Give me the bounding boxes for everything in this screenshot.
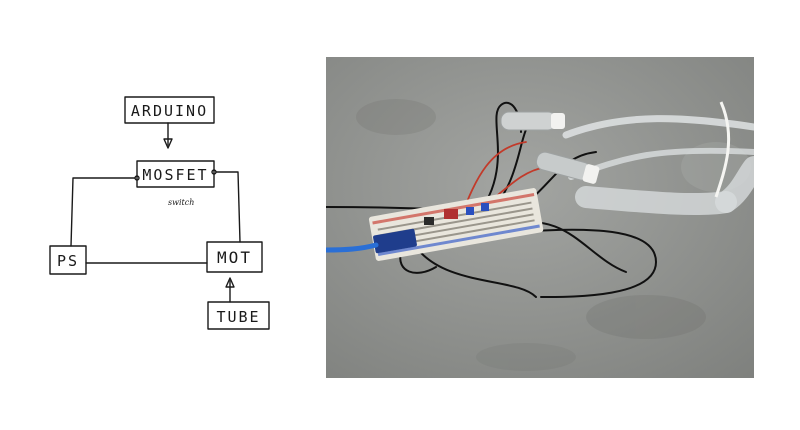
floor-texture	[356, 99, 751, 371]
arrow-arduino-to-mosfet	[163, 122, 173, 149]
block-diagram: ARDUINO MOSFET switch PS MOT TUBE	[49, 96, 270, 330]
pump-top	[500, 111, 565, 131]
arduino-box	[124, 96, 215, 124]
wire-mosfet-to-mot	[215, 171, 241, 243]
pump-bottom	[535, 151, 600, 184]
tubing	[562, 115, 754, 216]
mot-node: MOT	[206, 241, 263, 273]
arrow-tube-to-mot	[225, 277, 235, 303]
ps-node: PS	[49, 245, 87, 275]
board-components	[424, 203, 489, 225]
tube-box	[207, 301, 270, 330]
arduino-node: ARDUINO	[124, 96, 215, 124]
mot-box	[206, 241, 263, 273]
ps-box	[49, 245, 87, 275]
arduino-nano-board	[373, 228, 417, 254]
tube-label: TUBE	[216, 308, 260, 326]
setup-photo-illustration	[326, 57, 754, 378]
mosfet-label: MOSFET	[142, 166, 208, 184]
mosfet-note: switch	[168, 198, 194, 207]
arduino-label: ARDUINO	[131, 102, 208, 120]
tube-node: TUBE	[207, 301, 270, 330]
usb-cable	[326, 242, 379, 253]
mosfet-node: MOSFET switch	[134, 160, 217, 207]
ps-label: PS	[57, 252, 79, 270]
zip-tie	[714, 101, 731, 198]
wire-mosfet-to-ps	[70, 177, 136, 247]
mot-label: MOT	[217, 248, 252, 267]
setup-photo	[326, 57, 754, 378]
